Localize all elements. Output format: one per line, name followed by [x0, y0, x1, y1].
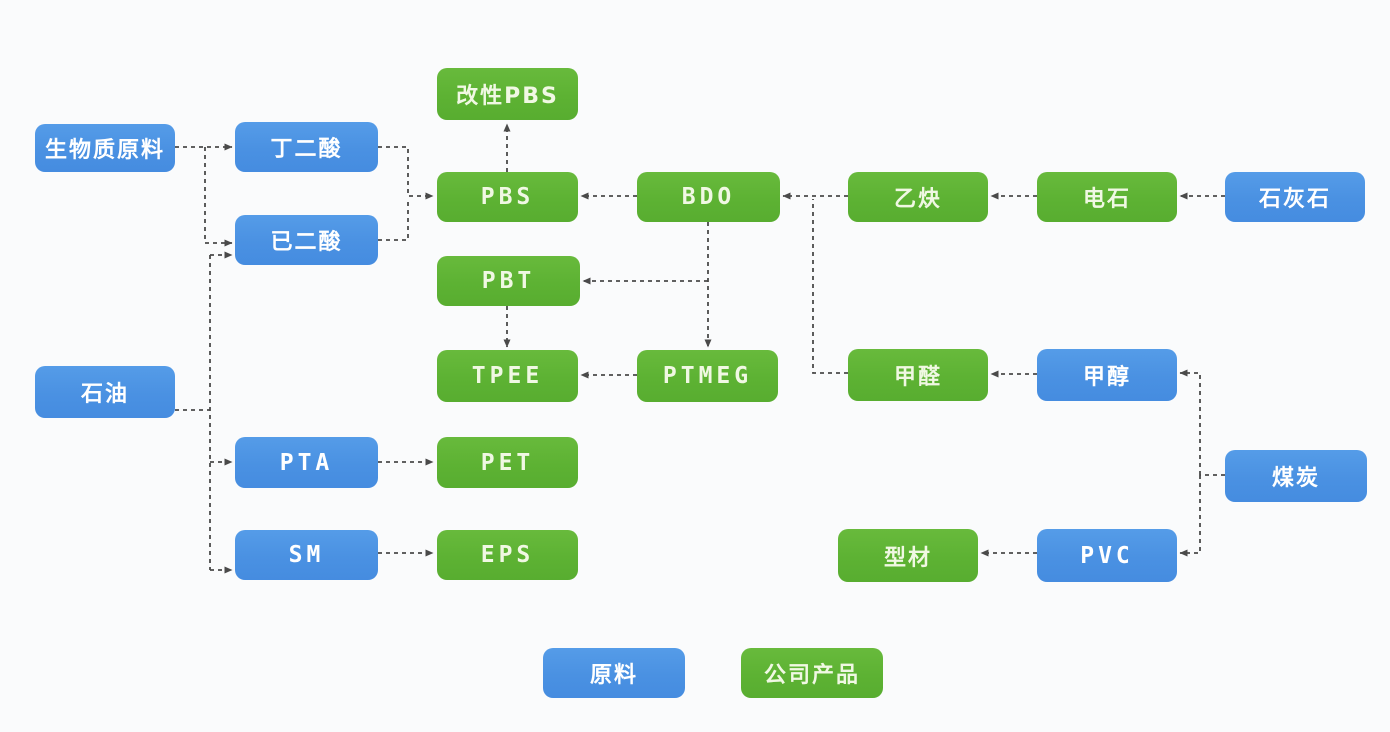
- node-sm-label: SM: [288, 542, 325, 568]
- node-bdo: BDO: [637, 172, 780, 222]
- node-profile: 型材: [838, 529, 978, 582]
- node-pbs-label: PBS: [480, 184, 535, 210]
- edge-biomass-to-adipic: [204, 147, 233, 247]
- node-acetylene-label: 乙炔: [893, 187, 942, 212]
- node-pet-label: PET: [480, 449, 535, 476]
- legend-raw-material: 原料: [543, 648, 685, 698]
- node-petroleum-label: 石油: [80, 382, 129, 407]
- node-formaldehyde-label: 甲醛: [893, 365, 942, 390]
- node-modified-pbs-label: 改性PBS: [456, 84, 559, 109]
- legend-company-product-label: 公司产品: [763, 663, 860, 688]
- node-methanol-label: 甲醇: [1082, 365, 1131, 390]
- node-sm: SM: [235, 530, 378, 580]
- node-limestone: 石灰石: [1225, 172, 1365, 222]
- node-adipic-acid: 已二酸: [235, 215, 378, 265]
- node-succinic-acid-label: 丁二酸: [270, 137, 343, 162]
- node-pta-label: PTA: [279, 449, 334, 476]
- node-pvc-label: PVC: [1080, 542, 1134, 569]
- node-tpee-label: TPEE: [471, 363, 544, 389]
- legend-company-product: 公司产品: [741, 648, 883, 698]
- edge-succinic-to-pbs: [378, 146, 434, 200]
- node-pvc: PVC: [1037, 529, 1177, 582]
- node-limestone-label: 石灰石: [1258, 187, 1331, 212]
- node-methanol: 甲醇: [1037, 349, 1177, 401]
- edge-coal-to-methanol: [1179, 369, 1201, 475]
- node-pbt: PBT: [437, 256, 580, 306]
- legend-raw-material-label: 原料: [589, 663, 638, 688]
- node-eps-label: EPS: [480, 542, 535, 568]
- node-pta: PTA: [235, 437, 378, 488]
- node-coal: 煤炭: [1225, 450, 1367, 502]
- node-bdo-label: BDO: [681, 184, 736, 210]
- node-succinic-acid: 丁二酸: [235, 122, 378, 172]
- node-acetylene: 乙炔: [848, 172, 988, 222]
- node-carbide-label: 电石: [1082, 187, 1131, 212]
- node-ptmeg: PTMEG: [637, 350, 778, 402]
- node-carbide: 电石: [1037, 172, 1177, 222]
- edge-coal-to-pvc: [1179, 475, 1201, 557]
- node-eps: EPS: [437, 530, 578, 580]
- node-adipic-acid-label: 已二酸: [270, 230, 343, 255]
- node-tpee: TPEE: [437, 350, 578, 402]
- node-pbs: PBS: [437, 172, 578, 222]
- node-ptmeg-label: PTMEG: [662, 363, 753, 389]
- edge-adipic-to-pbs-join: [378, 199, 409, 241]
- edges-group: [175, 123, 1225, 574]
- node-biomass-label: 生物质原料: [44, 138, 165, 163]
- node-modified-pbs: 改性PBS: [437, 68, 578, 120]
- node-formaldehyde: 甲醛: [848, 349, 988, 401]
- edge-formaldehyde-to-bdo-join: [812, 199, 848, 374]
- node-biomass: 生物质原料: [35, 124, 175, 172]
- node-pbt-label: PBT: [481, 268, 536, 294]
- node-profile-label: 型材: [883, 545, 932, 571]
- node-petroleum: 石油: [35, 366, 175, 418]
- node-pet: PET: [437, 437, 578, 488]
- node-coal-label: 煤炭: [1271, 466, 1320, 491]
